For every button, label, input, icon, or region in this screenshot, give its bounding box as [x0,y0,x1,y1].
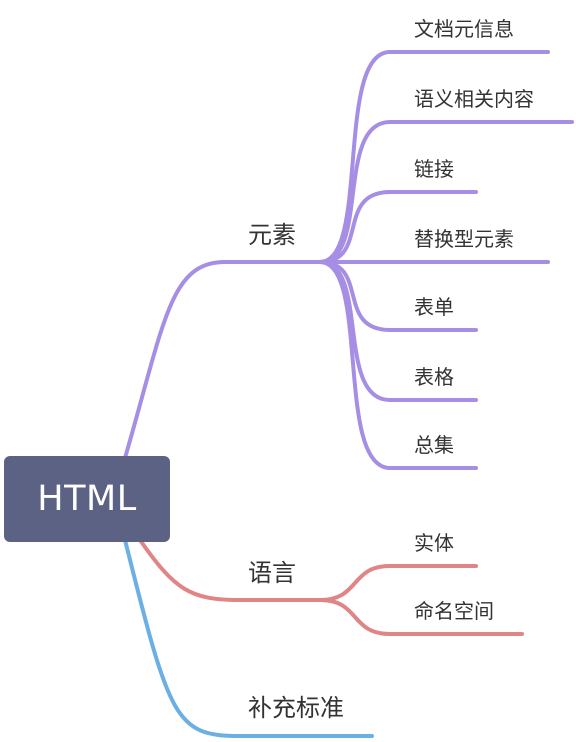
leaf-label-entities[interactable]: 实体 [414,531,454,555]
leaf-label-namespace[interactable]: 命名空间 [414,599,494,623]
connector-leaf-namespace [318,598,524,636]
leaf-label-forms[interactable]: 表单 [414,295,454,319]
connector-root-supplement [123,538,374,738]
connector-leaf-links [318,190,478,264]
leaf-label-tables[interactable]: 表格 [414,365,454,389]
connector-root-elements [123,260,322,460]
connector-leaf-collection [318,260,478,470]
root-label: HTML [37,479,137,519]
connector-leaf-document-meta [318,50,550,264]
connector-leaf-entities [318,564,478,602]
leaf-label-document-meta[interactable]: 文档元信息 [414,17,514,41]
leaf-label-replaced-elements[interactable]: 替换型元素 [414,227,514,251]
branch-label-supplement[interactable]: 补充标准 [248,694,344,722]
branch-label-language[interactable]: 语言 [248,559,296,587]
connector-root-language [138,538,322,602]
connector-leaf-semantic-content [318,120,574,264]
root-node[interactable]: HTML [4,456,170,542]
branch-label-elements[interactable]: 元素 [248,221,296,249]
leaf-label-semantic-content[interactable]: 语义相关内容 [414,87,534,111]
leaf-label-links[interactable]: 链接 [414,157,454,181]
connector-leaf-forms [318,260,478,332]
leaf-label-collection[interactable]: 总集 [414,433,454,457]
